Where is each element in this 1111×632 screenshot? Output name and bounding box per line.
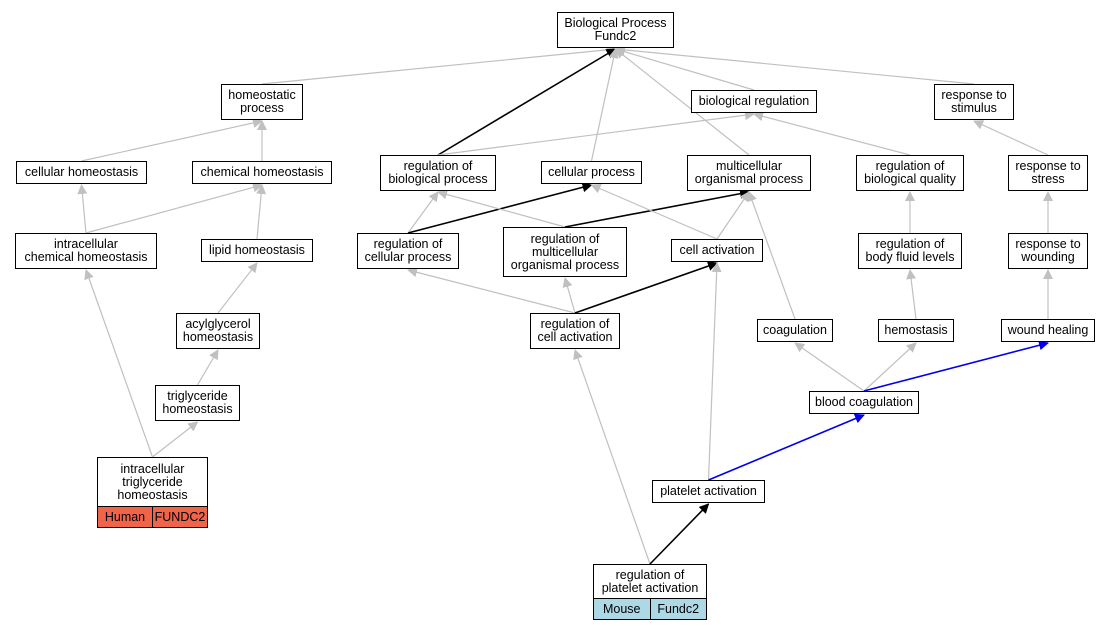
edge-resp_stress-to-resp_stim xyxy=(973,120,1049,156)
node-regulation-of-biological-quality[interactable]: regulation of biological quality xyxy=(856,155,964,191)
node-intracellular-triglyceride-homeostasis[interactable]: intracellular triglyceride homeostasis H… xyxy=(97,457,208,528)
species-cell: Human xyxy=(98,507,152,527)
gene-cell: FUNDC2 xyxy=(152,507,207,527)
node-title: intracellular triglyceride homeostasis xyxy=(117,461,188,502)
node-hemostasis[interactable]: hemostasis xyxy=(878,319,954,342)
edge-homeo-to-bp xyxy=(261,44,617,85)
gene-cell: Fundc2 xyxy=(649,599,706,619)
node-cell-activation[interactable]: cell activation xyxy=(671,239,763,262)
node-triglyceride-homeostasis[interactable]: triglyceride homeostasis xyxy=(155,385,240,421)
edge-plat-to-blood xyxy=(708,413,865,481)
node-title: regulation of platelet activation xyxy=(601,567,699,595)
edge-cell_act-to-multi xyxy=(716,191,750,240)
edge-bioreg-to-bp xyxy=(614,46,755,91)
edge-cell_homeo-to-homeo xyxy=(81,118,263,162)
edge-acyl-to-lipid xyxy=(217,262,258,314)
edge-itrig-to-ichem xyxy=(84,269,154,458)
species-cell: Mouse xyxy=(594,599,650,619)
edge-reg_ca-to-reg_multi xyxy=(562,277,576,314)
edge-reg_multi-to-multi xyxy=(564,188,750,228)
node-regulation-of-cell-activation[interactable]: regulation of cell activation xyxy=(530,313,620,349)
edge-trig-to-acyl xyxy=(196,349,219,386)
edge-reg_ca-to-cell_act xyxy=(574,261,718,314)
node-response-to-stress[interactable]: response to stress xyxy=(1008,155,1088,191)
edge-cell_proc-to-bp xyxy=(590,48,619,162)
node-cellular-homeostasis[interactable]: cellular homeostasis xyxy=(16,161,147,184)
node-coagulation[interactable]: coagulation xyxy=(757,319,833,342)
node-regulation-of-body-fluid-levels[interactable]: regulation of body fluid levels xyxy=(858,233,962,269)
edge-multi-to-bp xyxy=(614,48,750,156)
node-regulation-of-cellular-process[interactable]: regulation of cellular process xyxy=(357,233,459,269)
edge-cell_act-to-cell_proc xyxy=(590,183,718,240)
annotation-row: Mouse Fundc2 xyxy=(594,598,706,619)
node-response-to-wounding[interactable]: response to wounding xyxy=(1008,233,1088,269)
edge-itrig-to-trig xyxy=(152,421,199,458)
node-biological-regulation[interactable]: biological regulation xyxy=(691,90,817,113)
edge-reg_ca-to-reg_cp xyxy=(407,267,576,314)
edge-reg_bp-to-bp xyxy=(437,48,617,156)
node-wound-healing[interactable]: wound healing xyxy=(1001,319,1095,342)
edge-blood-to-wound xyxy=(863,340,1049,392)
edge-reg_bp-to-bioreg xyxy=(437,110,755,156)
node-regulation-of-multicellular-organismal-process[interactable]: regulation of multicellular organismal p… xyxy=(503,227,627,277)
node-regulation-of-biological-process[interactable]: regulation of biological process xyxy=(380,155,496,191)
node-chemical-homeostasis[interactable]: chemical homeostasis xyxy=(192,161,332,184)
edge-ichem-to-chem_homeo xyxy=(85,182,263,234)
edge-resp_stim-to-bp xyxy=(614,44,975,85)
edge-reg_plat-to-plat xyxy=(649,503,710,565)
node-homeostatic-process[interactable]: homeostatic process xyxy=(221,84,303,120)
edge-blood-to-coag xyxy=(794,342,865,392)
edge-plat-to-cell_act xyxy=(707,262,722,481)
edge-coag-to-multi xyxy=(747,191,796,320)
node-acylglycerol-homeostasis[interactable]: acylglycerol homeostasis xyxy=(176,313,260,349)
edge-reg_plat-to-reg_ca xyxy=(573,349,651,565)
node-regulation-of-platelet-activation[interactable]: regulation of platelet activation Mouse … xyxy=(593,564,707,620)
node-cellular-process[interactable]: cellular process xyxy=(541,161,642,184)
node-response-to-stimulus[interactable]: response to stimulus xyxy=(934,84,1014,120)
node-platelet-activation[interactable]: platelet activation xyxy=(652,480,765,503)
node-biological-process-root[interactable]: Biological Process Fundc2 xyxy=(557,12,674,48)
node-multicellular-organismal-process[interactable]: multicellular organismal process xyxy=(687,155,811,191)
node-lipid-homeostasis[interactable]: lipid homeostasis xyxy=(201,239,313,262)
edge-lipid-to-chem_homeo xyxy=(256,184,267,240)
edge-ichem-to-cell_homeo xyxy=(77,184,88,234)
edge-blood-to-hemo xyxy=(863,342,917,392)
annotation-row: Human FUNDC2 xyxy=(98,506,207,527)
edge-reg_cp-to-reg_bp xyxy=(407,191,439,234)
edge-reg_qual-to-bioreg xyxy=(753,111,911,156)
node-intracellular-chemical-homeostasis[interactable]: intracellular chemical homeostasis xyxy=(15,233,157,269)
edge-reg_multi-to-reg_bp xyxy=(437,189,566,228)
node-blood-coagulation[interactable]: blood coagulation xyxy=(809,391,919,414)
edge-hemo-to-reg_fluid xyxy=(906,269,917,320)
